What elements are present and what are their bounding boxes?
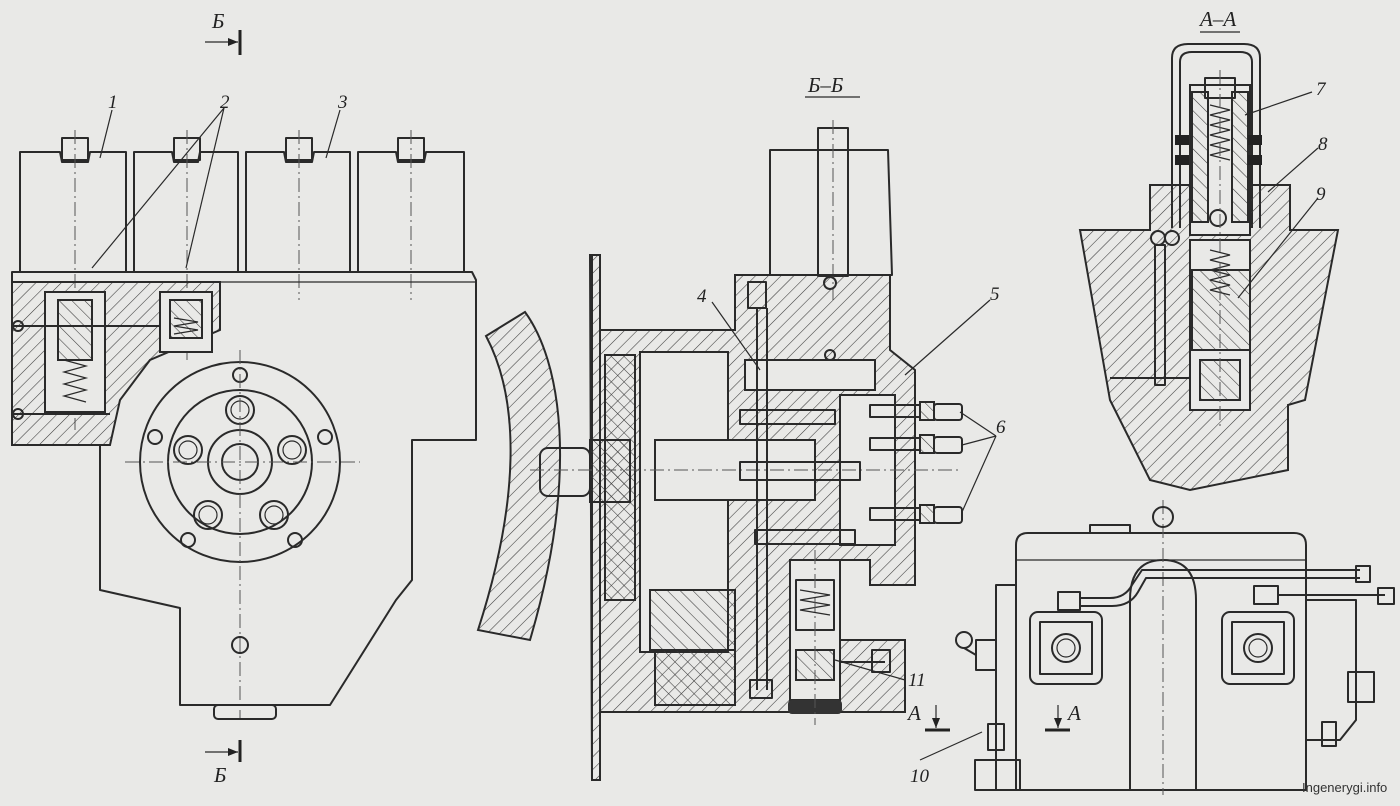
callout-1: 1 — [108, 92, 118, 113]
cut-marker-a-left: А — [906, 701, 950, 732]
front-view — [11, 130, 477, 720]
adjustment-screws — [869, 401, 963, 524]
callout-3: 3 — [337, 92, 348, 113]
cut-marker-a-right: А — [1045, 701, 1081, 732]
cut-label-b-bottom: Б — [213, 763, 226, 787]
cut-label-b-top: Б — [211, 9, 224, 33]
section-aa-view — [1078, 43, 1340, 492]
flange-bolts — [147, 367, 333, 654]
leaders-front — [91, 107, 341, 269]
cut-marker-b-bottom: Б — [205, 740, 242, 787]
callout-7: 7 — [1316, 79, 1327, 100]
side-view — [955, 500, 1395, 795]
callout-9: 9 — [1316, 184, 1326, 205]
watermark: Ingenerygi.info — [1302, 780, 1387, 795]
callout-10: 10 — [910, 766, 930, 787]
leaders-section-bb — [711, 299, 997, 681]
cut-label-a-left: А — [906, 701, 921, 725]
cut-label-a-right: А — [1066, 701, 1081, 725]
callout-4: 4 — [697, 286, 707, 307]
curved-plate — [476, 310, 562, 642]
callout-8: 8 — [1318, 134, 1328, 155]
callout-5: 5 — [990, 284, 1000, 305]
section-title-aa: А–А — [1198, 7, 1236, 31]
cut-marker-b-top: Б — [205, 9, 242, 55]
callout-2: 2 — [220, 92, 230, 113]
section-bb-view — [530, 120, 963, 781]
leaders-section-aa — [1237, 91, 1319, 299]
callout-11: 11 — [908, 670, 926, 691]
callout-6: 6 — [996, 417, 1006, 438]
section-title-bb: Б–Б — [807, 73, 843, 97]
